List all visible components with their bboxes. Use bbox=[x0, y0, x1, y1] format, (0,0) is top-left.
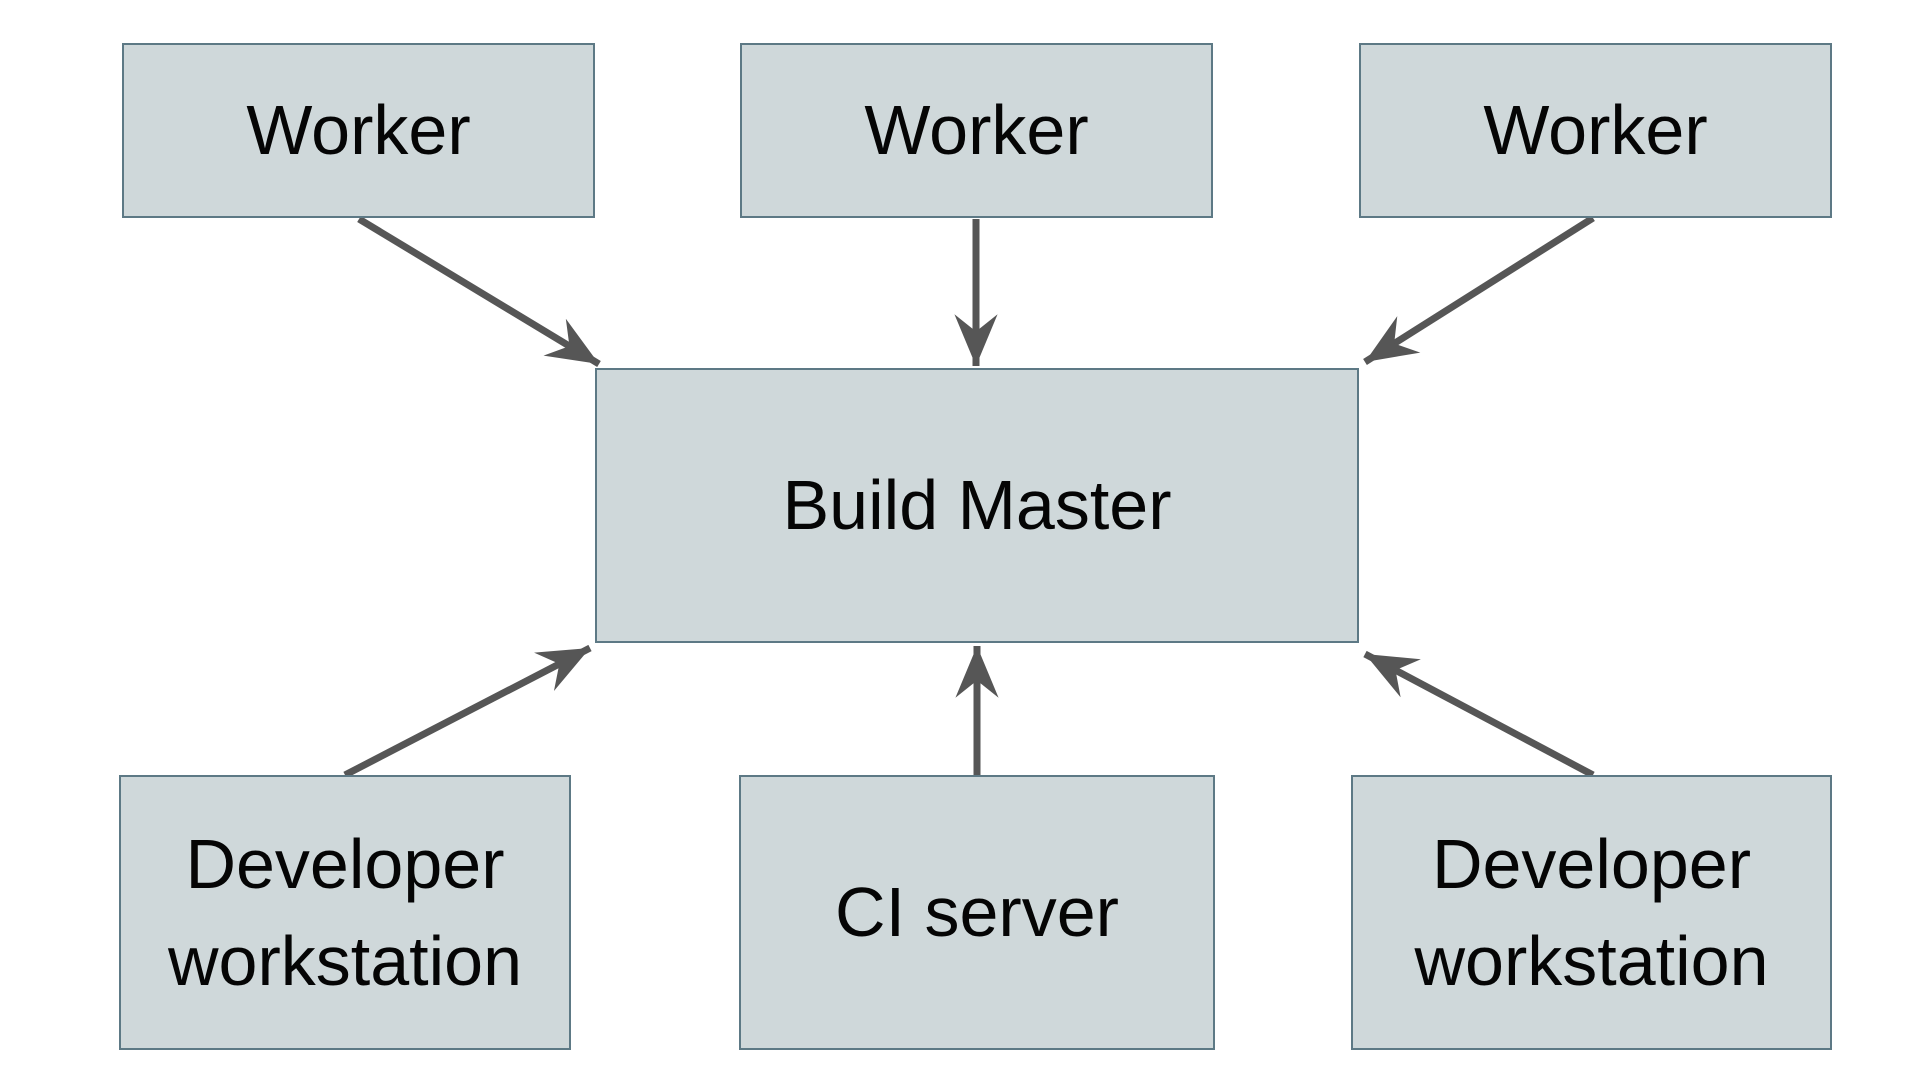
node-worker-2: Worker bbox=[740, 43, 1213, 218]
node-developer-workstation-1-label: Developer workstation bbox=[167, 824, 523, 1000]
node-developer-workstation-1: Developer workstation bbox=[119, 775, 571, 1050]
node-build-master: Build Master bbox=[595, 368, 1359, 643]
arrow-dev-workstation1-to-build-master bbox=[343, 644, 592, 779]
node-ci-server: CI server bbox=[739, 775, 1215, 1050]
node-developer-workstation-2-label: Developer workstation bbox=[1414, 824, 1769, 1000]
arrow-worker1-to-build-master bbox=[357, 216, 601, 367]
node-build-master-label: Build Master bbox=[782, 466, 1172, 545]
node-developer-workstation-2: Developer workstation bbox=[1351, 775, 1832, 1050]
node-worker-1: Worker bbox=[122, 43, 595, 218]
node-worker-2-label: Worker bbox=[864, 91, 1089, 170]
node-ci-server-label: CI server bbox=[835, 873, 1119, 952]
arrow-worker3-to-build-master bbox=[1363, 215, 1595, 365]
arrow-dev-workstation2-to-build-master bbox=[1363, 650, 1595, 779]
node-worker-3-label: Worker bbox=[1483, 91, 1708, 170]
node-worker-3: Worker bbox=[1359, 43, 1832, 218]
node-worker-1-label: Worker bbox=[246, 91, 471, 170]
